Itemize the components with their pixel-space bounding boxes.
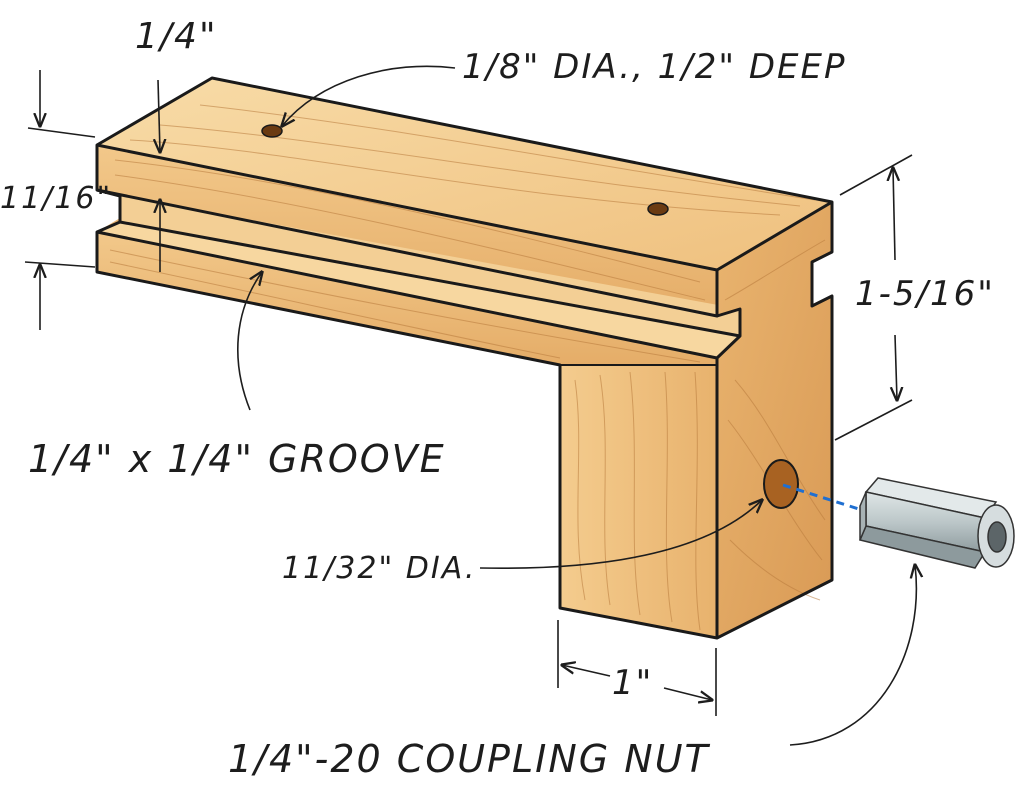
label-side-height: 1-5/16" [855, 274, 995, 314]
pin-hole-2 [647, 202, 669, 216]
label-groove: 1/4" x 1/4" GROOVE [28, 437, 446, 481]
label-side-hole: 11/32" DIA. [282, 551, 476, 586]
upper-lip-front [97, 145, 717, 316]
groove-back [120, 196, 740, 336]
coupling-nut [858, 477, 1015, 569]
label-pin-hole: 1/8" DIA., 1/2" DEEP [462, 47, 847, 87]
lower-lip-front [97, 232, 717, 365]
side-hole [763, 459, 799, 509]
dimension-lines [24, 65, 916, 746]
lower-lip-top [97, 222, 740, 358]
wood-block [95, 76, 834, 640]
pin-hole-1 [261, 124, 283, 138]
leg-front [560, 365, 717, 638]
label-lip-height: 11/16" [0, 181, 112, 216]
label-coupling-nut: 1/4"-20 COUPLING NUT [228, 737, 711, 781]
label-leg-width: 1" [612, 663, 653, 703]
label-top-thickness: 1/4" [135, 16, 218, 57]
end-face [717, 202, 832, 638]
